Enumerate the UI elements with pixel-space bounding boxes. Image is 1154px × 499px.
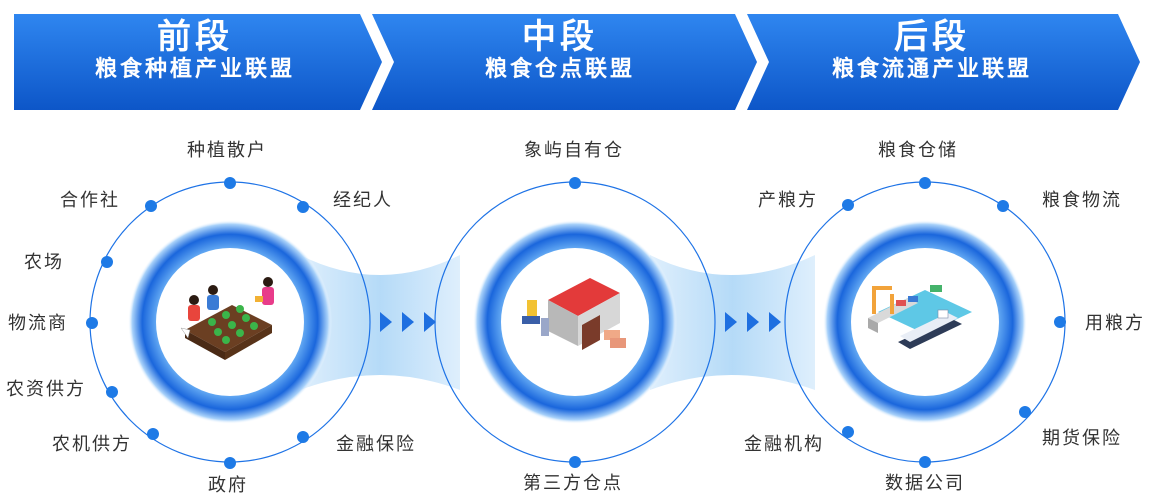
node-label-grain-user: 用粮方 [1085,313,1145,334]
stage-back-subtitle: 粮食流通产业联盟 [831,57,1032,82]
chevron-right-icon [747,312,759,332]
node-dot [101,256,113,268]
node-dot [569,177,581,189]
node-dot [297,201,309,213]
port-ship-illustration [868,285,972,349]
node-label-finance-insurance: 金融保险 [336,434,416,455]
node-label-grain-logistics: 粮食物流 [1042,190,1122,211]
node-dot [919,177,931,189]
node-label-grain-storage: 粮食仓储 [878,140,958,161]
node-label-own-warehouse: 象屿自有仓 [524,140,624,161]
chevron-right-icon [380,312,392,332]
node-dot [1054,316,1066,328]
farming-people-illustration [180,277,274,360]
stage-middle-header: 中段 粮食仓点联盟 [410,18,710,84]
banner-front [14,14,382,110]
node-label-farm: 农场 [24,252,64,273]
node-label-grain-producer: 产粮方 [758,190,818,211]
banner-back [747,14,1140,110]
node-dot [224,457,236,469]
node-label-third-party-warehouse: 第三方仓点 [523,473,623,494]
stage-front-title: 前段 [157,17,233,57]
stage-middle-subtitle: 粮食仓点联盟 [484,57,635,82]
node-dot [842,426,854,438]
warehouse-illustration [522,278,626,350]
node-dot [569,456,581,468]
node-dot [224,177,236,189]
node-label-agri-supply: 农资供方 [6,379,86,400]
node-dot [997,200,1009,212]
node-dot [1019,406,1031,418]
node-dot [145,200,157,212]
chevron-right-icon [402,312,414,332]
node-dot [842,199,854,211]
node-label-broker: 经纪人 [333,190,393,211]
node-dot [86,317,98,329]
node-label-machinery-supply: 农机供方 [52,434,132,455]
node-dot [106,386,118,398]
stage-back-header: 后段 粮食流通产业联盟 [782,18,1082,84]
banner-middle [372,14,757,110]
node-dot [297,431,309,443]
node-label-data-company: 数据公司 [885,473,965,494]
stage-middle-title: 中段 [522,17,598,57]
node-label-futures-insurance: 期货保险 [1042,428,1122,449]
stage-back-title: 后段 [894,17,970,57]
chevron-right-icon [725,312,737,332]
node-dot [147,428,159,440]
stage-front-subtitle: 粮食种植产业联盟 [94,57,295,82]
node-label-logistics: 物流商 [8,313,68,334]
node-label-planting-household: 种植散户 [187,140,267,161]
node-label-financial-institution: 金融机构 [744,434,824,455]
node-dot [919,456,931,468]
chevron-right-icon [769,312,781,332]
node-label-cooperative: 合作社 [60,190,120,211]
node-label-government: 政府 [208,475,248,496]
stage-front-header: 前段 粮食种植产业联盟 [45,18,345,84]
chevron-right-icon [424,312,436,332]
